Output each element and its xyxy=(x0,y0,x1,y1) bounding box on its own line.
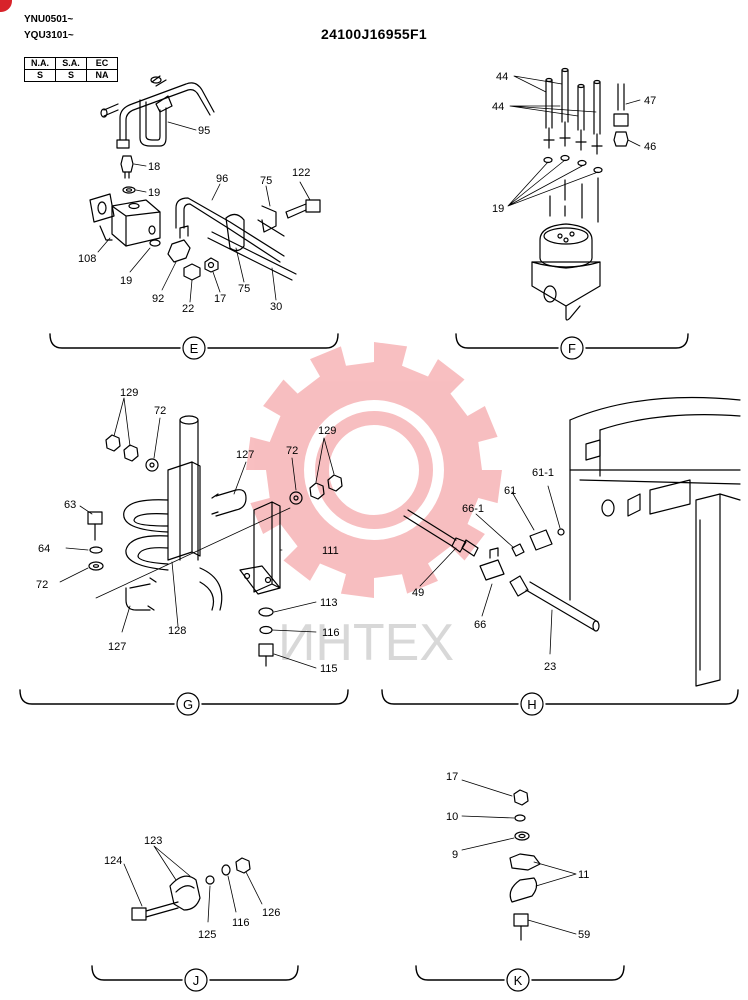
callout-label: 75 xyxy=(238,283,250,295)
market-table-value-row: S S NA xyxy=(24,69,118,82)
callout-label: 123 xyxy=(144,835,162,847)
callout-label: 72 xyxy=(286,445,298,457)
section-k-label: K xyxy=(506,968,530,992)
svg-text:G: G xyxy=(183,697,193,712)
callout-label: 61 xyxy=(504,485,516,497)
section-k-artwork xyxy=(509,789,541,941)
market-table: N.A. S.A. EC S S NA xyxy=(24,57,118,82)
section-k-callouts: 17 10 9 11 59 xyxy=(446,771,590,941)
callout-leaders xyxy=(59,75,641,935)
market-value-ec: NA xyxy=(86,69,118,82)
section-j-label: J xyxy=(184,968,208,992)
svg-text:F: F xyxy=(568,341,576,356)
callout-label: 59 xyxy=(578,929,590,941)
callout-label: 30 xyxy=(270,301,282,313)
svg-text:H: H xyxy=(527,697,536,712)
callout-label: 66 xyxy=(474,619,486,631)
callout-label: 127 xyxy=(108,641,126,653)
callout-label: 19 xyxy=(492,203,504,215)
callout-label: 17 xyxy=(446,771,458,783)
callout-label: 63 xyxy=(64,499,76,511)
callout-label: 129 xyxy=(120,387,138,399)
section-e-callouts: 95 18 19 96 75 122 108 19 92 22 17 75 30 xyxy=(78,125,310,315)
watermark-text: ИНТЕХ xyxy=(278,614,454,672)
callout-label: 122 xyxy=(292,167,310,179)
callout-label: 17 xyxy=(214,293,226,305)
callout-label: 11 xyxy=(578,869,589,881)
callout-label: 124 xyxy=(104,855,122,867)
callout-label: 108 xyxy=(78,253,96,265)
callout-label: 44 xyxy=(496,71,508,83)
callout-label: 95 xyxy=(198,125,210,137)
callout-label: 128 xyxy=(168,625,186,637)
callout-label: 92 xyxy=(152,293,164,305)
callout-label: 22 xyxy=(182,303,194,315)
callout-label: 125 xyxy=(198,929,216,941)
serial-range-2: YQU3101~ xyxy=(24,30,74,41)
callout-label: 44 xyxy=(492,101,504,113)
callout-label: 64 xyxy=(38,543,50,555)
watermark-gear-ring xyxy=(315,411,433,529)
section-frames xyxy=(19,333,739,981)
callout-label: 46 xyxy=(644,141,656,153)
callout-label: 19 xyxy=(148,187,160,199)
callout-label: 126 xyxy=(262,907,280,919)
section-h-artwork xyxy=(403,396,741,687)
callout-label: 129 xyxy=(318,425,336,437)
callout-label: 10 xyxy=(446,811,458,823)
watermark: ИНТЕХ xyxy=(246,342,502,672)
drawing-number: 24100J16955F1 xyxy=(321,26,427,42)
market-table-header-row: N.A. S.A. EC xyxy=(24,57,118,70)
callout-label: 96 xyxy=(216,173,228,185)
callout-label: 23 xyxy=(544,661,556,673)
section-h-callouts: 61-1 61 66-1 49 66 23 xyxy=(412,467,556,673)
section-e-artwork xyxy=(89,75,321,281)
callout-label: 113 xyxy=(320,597,338,609)
callout-label: 61-1 xyxy=(532,467,554,479)
callout-label: 116 xyxy=(232,917,250,929)
watermark-gear-icon xyxy=(246,342,502,598)
svg-text:J: J xyxy=(193,973,200,988)
section-j-callouts: 123 124 125 116 126 xyxy=(104,835,280,941)
callout-label: 116 xyxy=(322,627,340,639)
section-f-label: F xyxy=(560,336,584,360)
callout-label: 115 xyxy=(320,663,338,675)
svg-text:E: E xyxy=(190,341,199,356)
callout-label: 72 xyxy=(36,579,48,591)
section-j-artwork xyxy=(131,857,251,921)
callout-label: 127 xyxy=(236,449,254,461)
callout-label: 9 xyxy=(452,849,458,861)
callout-label: 19 xyxy=(120,275,132,287)
callout-label: 75 xyxy=(260,175,272,187)
callout-label: 66-1 xyxy=(462,503,484,515)
callout-label: 49 xyxy=(412,587,424,599)
watermark-gear-outline xyxy=(246,342,502,598)
section-g-callouts: 129 72 127 72 129 63 64 72 111 113 116 1… xyxy=(36,387,340,675)
section-h-label: H xyxy=(520,692,544,716)
svg-text:K: K xyxy=(514,973,523,988)
section-e-label: E xyxy=(182,336,206,360)
section-f-callouts: 44 44 47 46 19 xyxy=(492,71,656,215)
section-g-artwork xyxy=(87,415,343,667)
callout-label: 72 xyxy=(154,405,166,417)
watermark-gear-hole xyxy=(304,400,444,540)
callout-label: 47 xyxy=(644,95,656,107)
serial-range-1: YNU0501~ xyxy=(24,14,74,25)
callout-label: 18 xyxy=(148,161,160,173)
section-f-artwork xyxy=(531,67,629,321)
callout-label: 111 xyxy=(322,545,339,557)
section-g-label: G xyxy=(176,692,200,716)
